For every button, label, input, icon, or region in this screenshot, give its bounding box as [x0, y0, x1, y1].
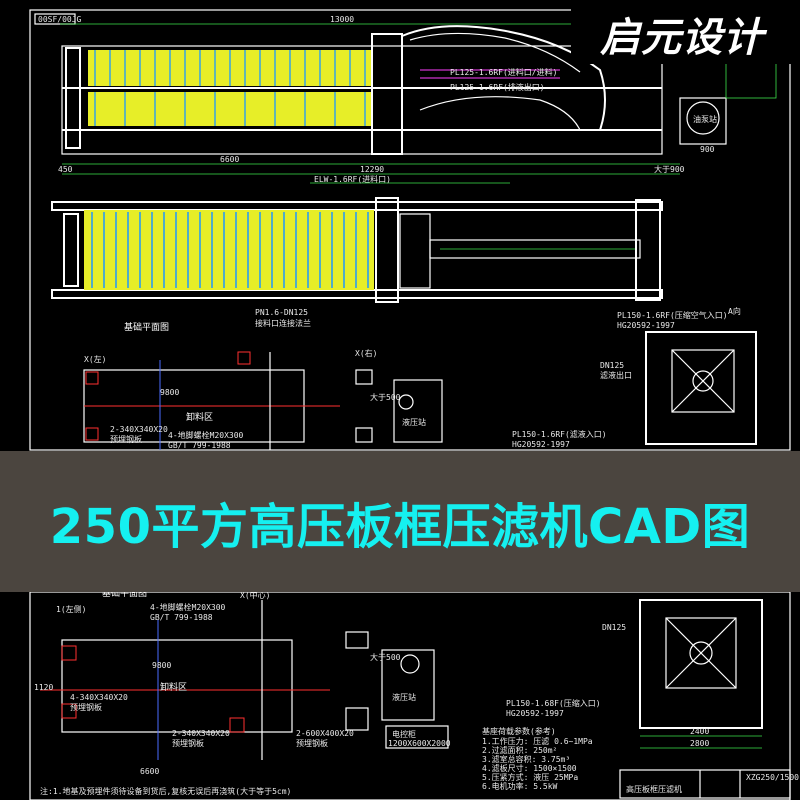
tag-a-upper: A向	[728, 306, 741, 316]
anchor-lower: 4-地脚螺栓M20X300	[150, 602, 226, 612]
kx-right-upper: X(右)	[355, 348, 377, 358]
spec-line-2: 2.过滤面积: 250m²	[482, 745, 557, 755]
spec-line-1: 1.工作压力: 压滤 0.6~1MPa	[482, 736, 593, 746]
hydraulic-upper: 液压站	[402, 417, 426, 427]
plan-tag-upper: ELW-1.6RF(进料口)	[314, 174, 391, 184]
title-block: 高压板框压滤机 XZG250/1500	[619, 769, 799, 799]
dim-6600-top: 6600	[220, 155, 239, 164]
banner-title: 250平方高压板框压滤机CAD图	[49, 498, 751, 555]
brand-logo: 启元设计	[571, 4, 793, 64]
gt-500-lower: 大于500	[370, 652, 401, 662]
dim-6600-lower: 6600	[140, 767, 159, 776]
plate-note-upper: 预埋钢板	[110, 434, 142, 444]
kx-mid-lower: X(中心)	[240, 590, 270, 600]
foundation-title-upper: 基础平面图	[124, 321, 169, 333]
press-end-view-lower: 2400 2800 DN125 PL150-1.68F(压缩入口) HG2059…	[506, 599, 763, 749]
plate-c-lower: 2-600X400X20	[296, 729, 354, 738]
spec-title: 基座荷载参数(参考)	[482, 726, 556, 736]
sheet-frame-bottom	[29, 591, 791, 800]
dn125-note-upper: 滤液出口	[600, 370, 632, 380]
hydraulic-lower: 液压站	[392, 692, 416, 702]
dim-total-length: 13000	[330, 15, 354, 24]
dim-450: 450	[58, 165, 73, 174]
pl-feed-upper: PL150-1.6RF(压缩空气入口)	[617, 310, 728, 320]
brand-logo-text: 启元设计	[600, 15, 764, 61]
pl-feed-lower: PL150-1.68F(压缩入口)	[506, 698, 601, 708]
pl-out-upper: PL150-1.6RF(滤液入口)	[512, 429, 607, 439]
spec-line-4: 4.滤板尺寸: 1500×1500	[482, 763, 577, 773]
unload-area-lower: 卸料区	[160, 681, 187, 693]
anchor-std-lower: GB/T 799-1988	[150, 613, 213, 622]
gt-500-upper: 大于500	[370, 392, 401, 402]
plate-upper: 2-340X340X20	[110, 425, 168, 434]
dim-900: 900	[700, 145, 715, 154]
sheet-frame-top	[29, 9, 791, 451]
sheet-code: 00SF/00JG	[38, 15, 82, 24]
spec-line-6: 6.电机功率: 5.5kW	[482, 781, 558, 791]
plate-a-lower: 4-340X340X20	[70, 693, 128, 702]
control-box-lower: 电控柜	[392, 729, 416, 739]
spec-notes: 基座荷载参数(参考) 1.工作压力: 压滤 0.6~1MPa 2.过滤面积: 2…	[482, 726, 593, 791]
sheet-code-box	[34, 13, 76, 25]
filter-plates-plan	[91, 212, 369, 288]
press-elevation-view: 13000	[58, 15, 777, 175]
dim-9800-lower: 9800	[152, 661, 171, 670]
pl-upper-label: PL125-1.6RF(进料口/进料)	[450, 67, 557, 77]
title-banner: 250平方高压板框压滤机CAD图	[0, 451, 800, 592]
pl-lower-label: PL125-1.6RF(排液出口)	[450, 82, 545, 92]
dn125-upper: DN125	[600, 361, 624, 370]
press-plan-view: ELW-1.6RF(进料口)	[51, 174, 663, 303]
anchor-std-upper: GB/T 799-1988	[168, 441, 231, 450]
pl-feed-std-upper: HG20592-1997	[617, 321, 675, 330]
gt-900: 大于900	[654, 164, 685, 174]
footnote-lower: 注:1.地基及预埋件须待设备到货后,复核无误后再浇筑(大于等于5cm)	[40, 786, 291, 796]
dn125-lower: DN125	[602, 623, 626, 632]
foundation-plan-lower: 基础平面图 1(左侧) X(中心) 卸料区 9800 1120 6600 4-地…	[34, 587, 451, 796]
foundation-plan-upper: 基础平面图 卸料区 9800 PN1.6-DN125 接料口连接法兰 4-地脚螺…	[83, 308, 443, 450]
unload-area-upper: 卸料区	[186, 411, 213, 423]
plate-b-lower: 2-340X340X20	[172, 729, 230, 738]
press-end-view-upper: PL150-1.6RF(压缩空气入口) HG20592-1997 PL150-1…	[512, 306, 757, 449]
spec-line-3: 3.滤室总容积: 3.75m³	[482, 754, 570, 764]
pl-out-std-upper: HG20592-1997	[512, 440, 570, 449]
control-size-lower: 1200X600X2000	[388, 739, 451, 748]
kx-left-upper: X(左)	[84, 354, 106, 364]
pump-label: 油泵站	[693, 114, 717, 124]
spec-line-5: 5.压紧方式: 液压 25MPa	[482, 772, 578, 782]
dim-2400-lower: 2400	[690, 727, 709, 736]
pl-feed-std-lower: HG20592-1997	[506, 709, 564, 718]
dim-1120-lower: 1120	[34, 683, 53, 692]
dim-12290: 12290	[360, 165, 384, 174]
dim-9800-upper: 9800	[160, 388, 179, 397]
plate-b-note-lower: 预埋钢板	[172, 738, 204, 748]
pipe-note-upper: PN1.6-DN125	[255, 308, 308, 317]
plate-a-note-lower: 预埋钢板	[70, 702, 102, 712]
kx-left-lower: 1(左侧)	[56, 604, 86, 614]
plate-c-note-lower: 预埋钢板	[296, 738, 328, 748]
titleblock-name: 高压板框压滤机	[626, 784, 682, 794]
anchor-upper: 4-地脚螺栓M20X300	[168, 430, 244, 440]
dim-2800-lower: 2800	[690, 739, 709, 748]
pipe-note2-upper: 接料口连接法兰	[255, 318, 311, 328]
titleblock-code: XZG250/1500	[746, 773, 799, 782]
